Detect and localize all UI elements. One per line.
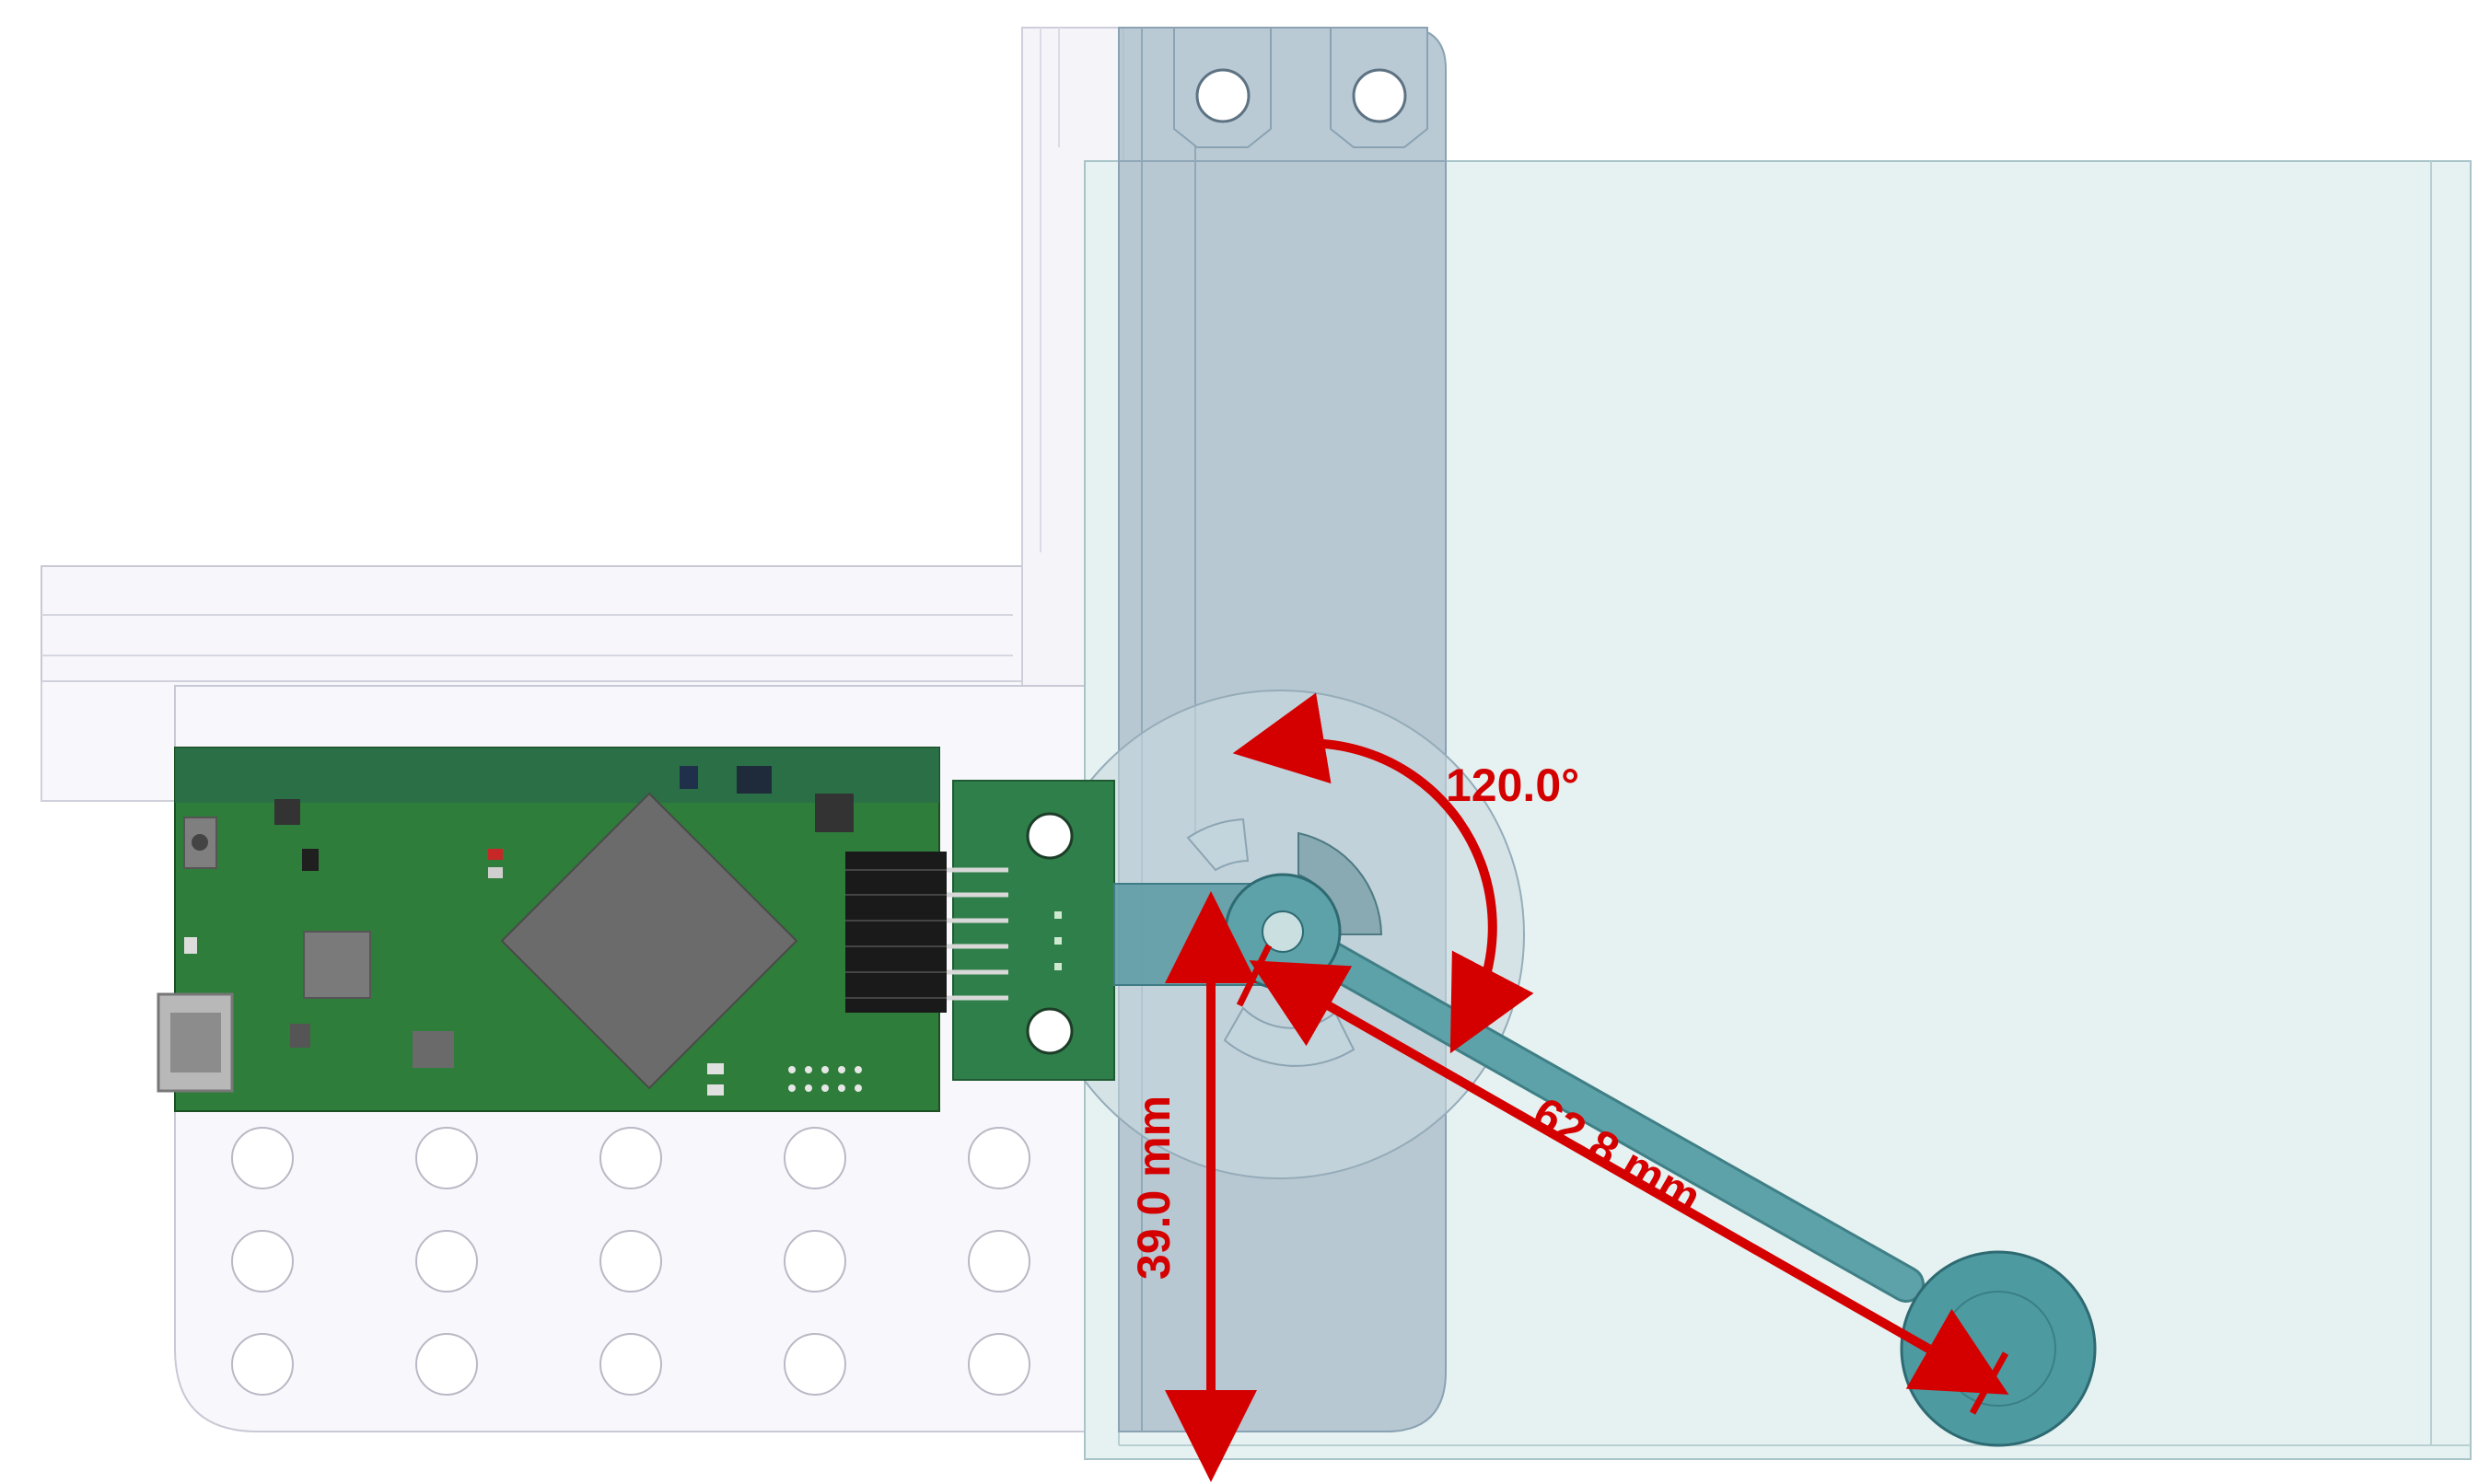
main-chip: [500, 792, 798, 1090]
angle-label: 120.0°: [1446, 759, 1579, 811]
vertical-length-label: 39.0 mm: [1128, 1096, 1180, 1280]
angle-dimension-arc: [1232, 692, 1534, 1054]
microcontroller-board: [157, 747, 1008, 1112]
mounting-hole-left: [1195, 68, 1251, 123]
arm-length-arrow: [1249, 960, 2009, 1395]
mounting-hole-right: [1352, 68, 1407, 123]
base-plate: [41, 27, 1124, 1432]
pin-header: [845, 852, 1008, 1013]
hole-grid: [231, 1127, 1030, 1396]
connector-board: [952, 780, 1115, 1081]
